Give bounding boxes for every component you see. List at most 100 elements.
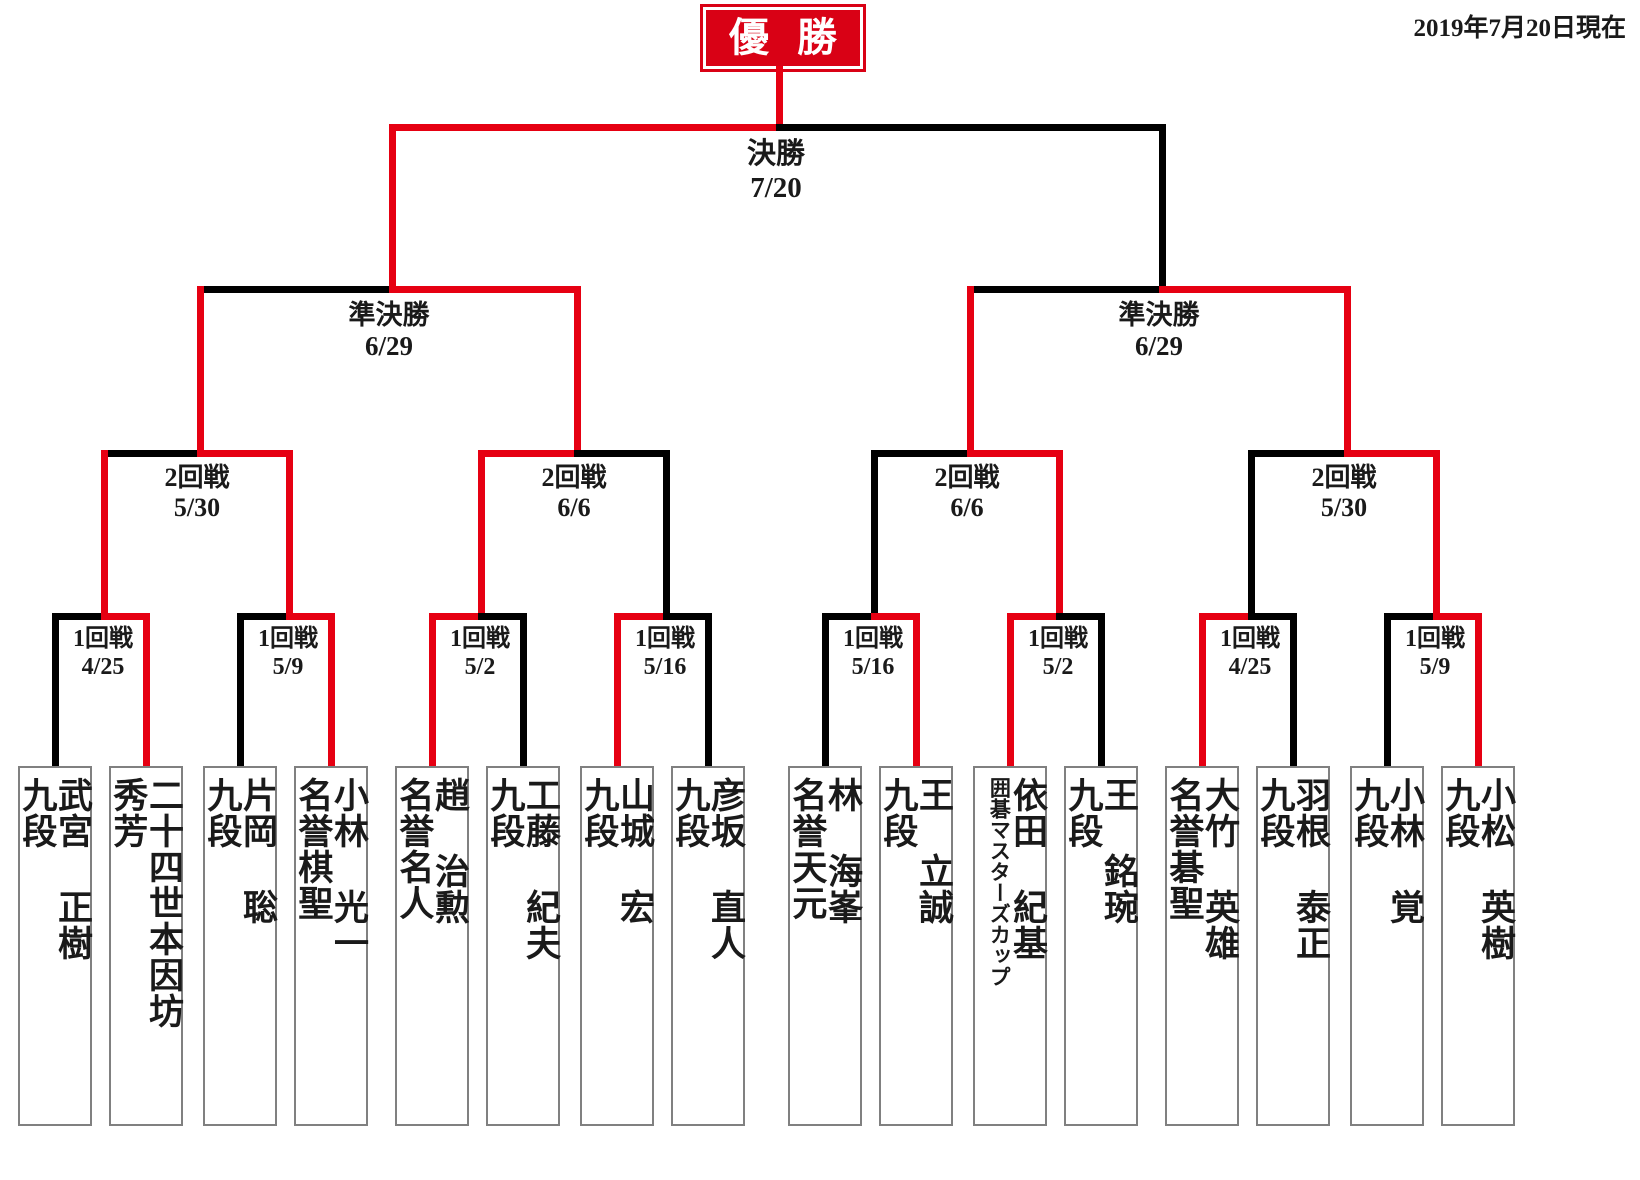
line-r1-3-desc-b bbox=[520, 613, 527, 766]
player-box[interactable]: 依田 紀基囲碁マスターズカップ bbox=[973, 766, 1047, 1126]
player-box[interactable]: 小松 英樹九段 bbox=[1440, 766, 1515, 1126]
round-semi-left-date: 6/29 bbox=[364, 331, 413, 362]
line-r1-4-b bbox=[663, 613, 712, 620]
round-label-semifinal-left: 準決勝 6/29 bbox=[289, 300, 489, 363]
round-r1-4-name: 1回戦 bbox=[635, 626, 695, 652]
line-semi-right-a bbox=[967, 286, 1159, 293]
round-label-r1-4: 1回戦 5/16 bbox=[618, 626, 712, 682]
line-r2-1-desc-a bbox=[101, 450, 108, 613]
player-box[interactable]: 王 立誠九段 bbox=[878, 766, 953, 1126]
player-name: 彦坂 直人 bbox=[706, 777, 745, 961]
round-r1-2-name: 1回戦 bbox=[258, 626, 318, 652]
player-title: 九段 bbox=[1255, 777, 1295, 849]
line-r1-4-desc-a bbox=[614, 613, 621, 766]
line-r1-7-desc-a bbox=[1199, 613, 1206, 766]
line-r2-4-desc-b bbox=[1433, 450, 1440, 613]
round-r1-7-name: 1回戦 bbox=[1220, 626, 1280, 652]
line-champion-stem bbox=[776, 66, 783, 124]
player-title: 九段 bbox=[485, 777, 525, 849]
round-semi-left-name: 準決勝 bbox=[348, 300, 430, 330]
champion-label: 優 勝 bbox=[729, 15, 846, 60]
line-r2-2-desc-a bbox=[478, 450, 485, 613]
player-name: 工藤 紀夫 bbox=[521, 777, 560, 961]
line-r2-2-b bbox=[574, 450, 670, 457]
line-semi-left-desc-a bbox=[197, 286, 204, 450]
line-r2-3-b bbox=[967, 450, 1063, 457]
line-r1-8-desc-b bbox=[1475, 613, 1482, 766]
line-r1-6-desc-b bbox=[1098, 613, 1105, 766]
round-r1-1-name: 1回戦 bbox=[73, 626, 133, 652]
line-r1-6-desc-a bbox=[1007, 613, 1014, 766]
player-name: 王 立誠 bbox=[914, 777, 953, 925]
round-label-r1-7: 1回戦 4/25 bbox=[1203, 626, 1297, 682]
round-r2-1-date: 5/30 bbox=[173, 493, 221, 523]
player-box[interactable]: 小林 覚九段 bbox=[1349, 766, 1424, 1126]
player-box[interactable]: 彦坂 直人九段 bbox=[670, 766, 745, 1126]
round-r1-6-name: 1回戦 bbox=[1028, 626, 1088, 652]
line-r1-2-a bbox=[237, 613, 286, 620]
player-box[interactable]: 羽根 泰正九段 bbox=[1255, 766, 1330, 1126]
round-label-r1-8: 1回戦 5/9 bbox=[1388, 626, 1482, 682]
player-box[interactable]: 林 海峯名誉天元 bbox=[787, 766, 862, 1126]
player-title: 名誉碁聖 bbox=[1164, 777, 1204, 921]
round-r2-1-name: 2回戦 bbox=[164, 463, 230, 492]
round-r1-8-name: 1回戦 bbox=[1405, 626, 1465, 652]
line-final-right bbox=[776, 124, 1166, 131]
player-title: 名誉名人 bbox=[394, 777, 434, 921]
line-final-desc-left bbox=[389, 124, 396, 286]
round-label-r1-3: 1回戦 5/2 bbox=[433, 626, 527, 682]
player-name: 林 海峯 bbox=[823, 777, 862, 925]
round-r1-3-date: 5/2 bbox=[464, 653, 496, 680]
player-title: 囲碁マスターズカップ bbox=[987, 777, 1012, 987]
line-r1-7-a bbox=[1199, 613, 1248, 620]
round-r2-3-date: 6/6 bbox=[950, 493, 984, 523]
player-box[interactable]: 片岡 聡九段 bbox=[202, 766, 277, 1126]
line-r1-8-a bbox=[1384, 613, 1433, 620]
player-box[interactable]: 山城 宏九段 bbox=[579, 766, 654, 1126]
line-r1-2-desc-b bbox=[328, 613, 335, 766]
round-r1-5-date: 5/16 bbox=[851, 653, 895, 680]
round-label-r1-1: 1回戦 4/25 bbox=[56, 626, 150, 682]
line-r2-2-a bbox=[478, 450, 574, 457]
line-r1-1-b bbox=[101, 613, 150, 620]
line-r2-4-b bbox=[1344, 450, 1440, 457]
player-name: 羽根 泰正 bbox=[1291, 777, 1330, 961]
player-box[interactable]: 工藤 紀夫九段 bbox=[485, 766, 560, 1126]
round-r1-8-date: 5/9 bbox=[1419, 653, 1451, 680]
player-box[interactable]: 二十四世本因坊秀芳 bbox=[108, 766, 183, 1126]
player-title: 秀芳 bbox=[108, 777, 148, 849]
line-r2-3-desc-a bbox=[871, 450, 878, 613]
player-box[interactable]: 王 銘琬九段 bbox=[1063, 766, 1138, 1126]
round-r2-4-date: 5/30 bbox=[1320, 493, 1368, 523]
player-title: 九段 bbox=[670, 777, 710, 849]
player-title: 名誉天元 bbox=[787, 777, 827, 921]
player-name: 片岡 聡 bbox=[238, 777, 277, 925]
line-r1-5-desc-a bbox=[822, 613, 829, 766]
player-name: 大竹 英雄 bbox=[1200, 777, 1239, 961]
line-semi-right-desc-a bbox=[967, 286, 974, 450]
line-r1-2-desc-a bbox=[237, 613, 244, 766]
player-box[interactable]: 武宮 正樹九段 bbox=[17, 766, 92, 1126]
line-r1-3-desc-a bbox=[429, 613, 436, 766]
round-r1-3-name: 1回戦 bbox=[450, 626, 510, 652]
player-name: 趙 治勲 bbox=[430, 777, 469, 925]
player-box[interactable]: 趙 治勲名誉名人 bbox=[394, 766, 469, 1126]
player-name: 王 銘琬 bbox=[1099, 777, 1138, 925]
line-r1-8-desc-a bbox=[1384, 613, 1391, 766]
player-box[interactable]: 大竹 英雄名誉碁聖 bbox=[1164, 766, 1239, 1126]
round-r2-4-name: 2回戦 bbox=[1311, 463, 1377, 492]
line-final-left bbox=[389, 124, 779, 131]
round-label-semifinal-right: 準決勝 6/29 bbox=[1059, 300, 1259, 363]
player-box[interactable]: 小林 光一名誉棋聖 bbox=[293, 766, 368, 1126]
round-r1-5-name: 1回戦 bbox=[843, 626, 903, 652]
line-r1-2-b bbox=[286, 613, 335, 620]
round-r2-2-name: 2回戦 bbox=[541, 463, 607, 492]
player-name: 二十四世本因坊 bbox=[144, 777, 183, 1029]
line-r2-4-a bbox=[1248, 450, 1344, 457]
player-title: 名誉棋聖 bbox=[293, 777, 333, 921]
line-semi-left-b bbox=[389, 286, 581, 293]
player-title: 九段 bbox=[1063, 777, 1103, 849]
line-r1-3-b bbox=[478, 613, 527, 620]
round-semi-right-date: 6/29 bbox=[1134, 331, 1183, 362]
